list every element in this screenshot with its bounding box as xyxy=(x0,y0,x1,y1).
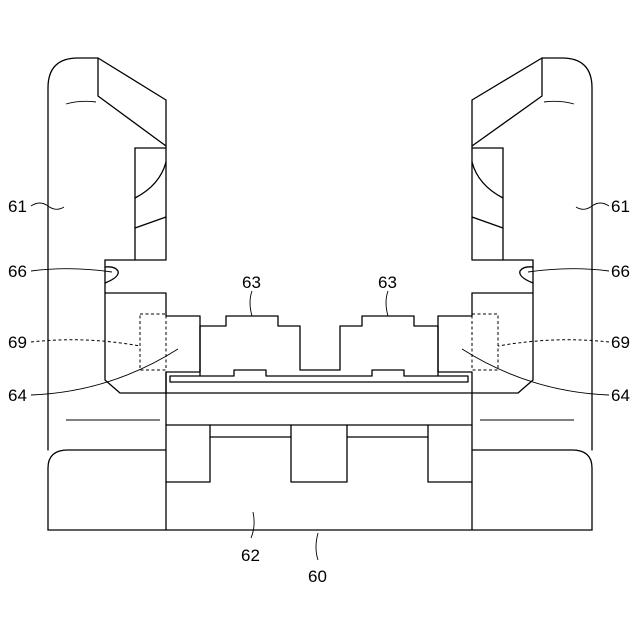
right-hidden-part-69 xyxy=(472,314,498,370)
label-66-left: 66 xyxy=(8,262,27,281)
left-clamp-64 xyxy=(105,260,200,393)
label-62: 62 xyxy=(241,546,260,565)
center-support xyxy=(170,316,468,382)
label-66-right: 66 xyxy=(611,262,630,281)
right-clamp-64 xyxy=(438,260,533,393)
central-body-62 xyxy=(166,393,472,482)
label-64-right: 64 xyxy=(611,386,630,405)
label-63-left: 63 xyxy=(242,273,261,292)
label-61-right: 61 xyxy=(611,197,630,216)
label-69-left: 69 xyxy=(8,333,27,352)
label-60: 60 xyxy=(308,567,327,586)
left-hidden-part-69 xyxy=(140,314,166,370)
left-arm-61 xyxy=(48,58,166,450)
label-69-right: 69 xyxy=(611,333,630,352)
reference-labels: 61 61 66 66 69 69 64 64 63 63 62 60 xyxy=(8,197,630,586)
label-61-left: 61 xyxy=(8,197,27,216)
base-block-60 xyxy=(48,393,592,530)
label-64-left: 64 xyxy=(8,386,27,405)
label-63-right: 63 xyxy=(378,273,397,292)
